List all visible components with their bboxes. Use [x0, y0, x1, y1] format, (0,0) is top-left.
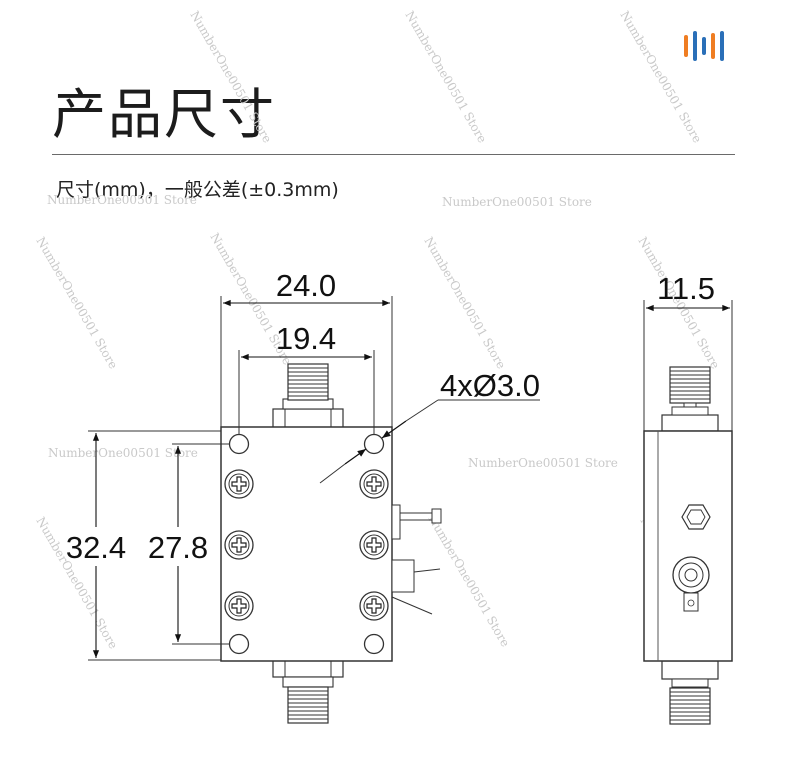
tolerance-note: 尺寸(mm)，一般公差(±0.3mm) — [56, 179, 339, 201]
brand-bars-icon — [684, 31, 724, 61]
watermark-text: NumberOne00501 Store — [442, 195, 592, 209]
dim-label: 19.4 — [276, 321, 336, 356]
mounting-hole — [228, 633, 250, 655]
watermark-text: NumberOne00501 Store — [47, 193, 197, 207]
watermark-text: NumberOne00501 Store — [48, 446, 198, 460]
side-bottom-connector — [661, 660, 719, 725]
dim-hole-spacing-x: 19.4 — [238, 321, 375, 434]
page-title: 产品尺寸 — [52, 83, 276, 146]
side-view: 11.5 — [643, 271, 733, 725]
watermark-text: NumberOne00501 Store — [421, 235, 508, 372]
front-view: 24.0 19.4 4xØ3.0 32.4 — [66, 268, 540, 724]
dim-overall-height: 32.4 — [66, 430, 221, 661]
watermark-text: NumberOne00501 Store — [402, 9, 489, 146]
side-pins — [391, 504, 442, 615]
watermark-text: NumberOne00501 Store — [617, 9, 704, 146]
side-top-connector — [661, 366, 719, 432]
screw-icon — [359, 591, 389, 621]
dim-label: 11.5 — [657, 271, 715, 306]
watermark-text: NumberOne00501 Store — [33, 235, 120, 372]
mounting-hole — [363, 433, 385, 455]
watermark-text: NumberOne00501 Store — [468, 456, 618, 470]
watermark-text: NumberOne00501 Store — [425, 513, 512, 650]
dim-hole-spacing-y: 27.8 — [148, 443, 230, 645]
screw-icon — [224, 530, 254, 560]
dim-label: 4xØ3.0 — [440, 368, 540, 403]
side-body — [643, 430, 733, 662]
screw-icon — [224, 591, 254, 621]
screw-icon — [359, 469, 389, 499]
dim-depth: 11.5 — [643, 271, 733, 431]
dim-label: 24.0 — [276, 268, 336, 303]
title-divider — [52, 154, 735, 155]
dim-label: 32.4 — [66, 530, 126, 565]
top-sma-connector — [272, 363, 344, 429]
mounting-hole — [228, 433, 250, 455]
dim-hole-callout: 4xØ3.0 — [319, 368, 540, 484]
screw-icon — [224, 469, 254, 499]
screw-icon — [359, 530, 389, 560]
dim-label: 27.8 — [148, 530, 208, 565]
watermark-text: NumberOne00501 Store — [187, 9, 274, 146]
mounting-hole — [363, 633, 385, 655]
dim-overall-width: 24.0 — [220, 268, 393, 427]
bottom-sma-connector — [272, 659, 344, 724]
